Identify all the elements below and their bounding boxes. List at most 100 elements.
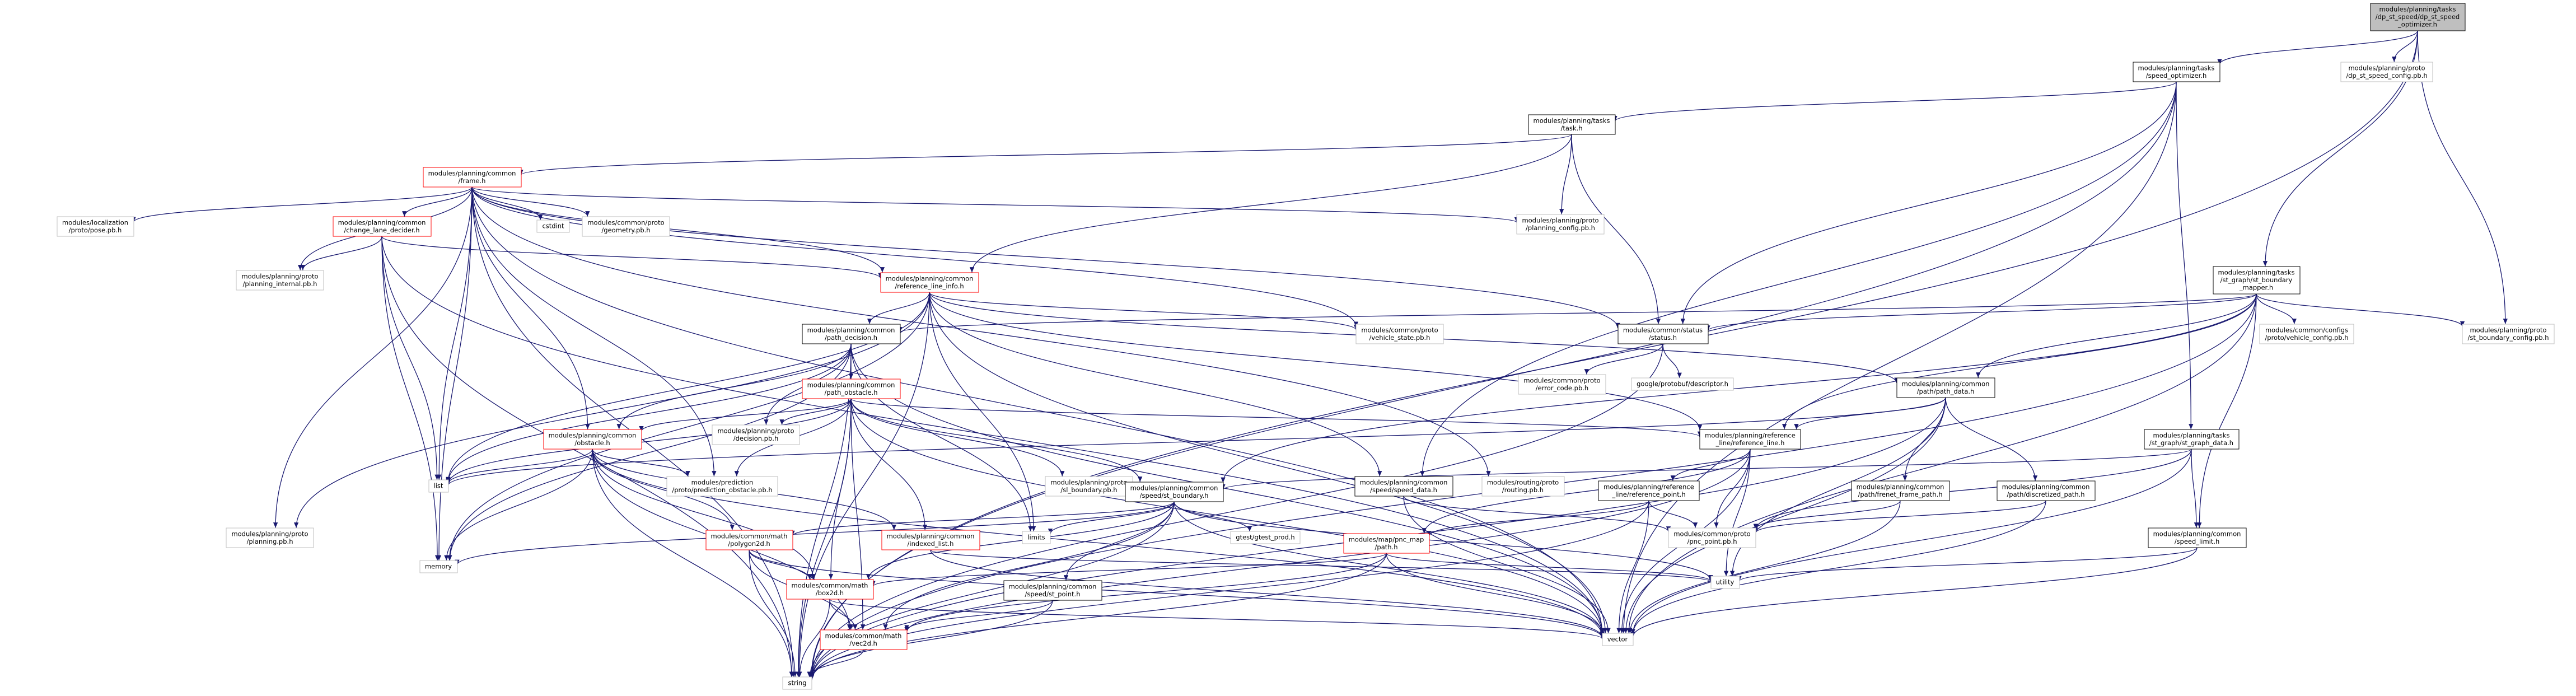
node-box[interactable] [2133, 62, 2220, 82]
node-box[interactable] [1851, 480, 1950, 501]
node-label: gtest/gtest_prod.h [1236, 534, 1294, 541]
node-box[interactable] [423, 167, 522, 188]
node-speed-optimizer[interactable]: modules/planning/tasks/speed_optimizer.h [2133, 62, 2220, 82]
node-cstdint: cstdint [536, 219, 570, 233]
edge-path-data-to-vector [1623, 397, 1946, 634]
node-box[interactable] [786, 579, 874, 600]
node-label: list [434, 482, 443, 490]
node-label: /obstacle.h [574, 439, 610, 447]
edge-path-decision-to-obstacle [616, 343, 852, 429]
node-st-graph-data[interactable]: modules/planning/tasks/st_graph/st_graph… [2144, 429, 2240, 450]
node-box[interactable] [2148, 527, 2247, 548]
edge-obstacle-to-list [446, 449, 593, 484]
edge-st-graph-data-to-speed-limit [2191, 449, 2199, 528]
node-frame[interactable]: modules/planning/common/frame.h [423, 167, 522, 188]
node-label: /speed/st_boundary.h [1140, 492, 1209, 499]
node-box[interactable] [1997, 480, 2096, 501]
node-list: list [428, 479, 449, 493]
edge-st-boundary-mapper-to-ref-line [1782, 293, 2257, 429]
node-box[interactable] [881, 530, 980, 550]
edge-ref-line-to-pnc-point [1714, 449, 1751, 528]
node-box [1516, 214, 1605, 235]
node-box[interactable] [1896, 377, 1995, 398]
edge-frame-to-list [437, 186, 473, 480]
node-label: modules/planning/proto [1050, 479, 1127, 487]
node-discretized-path[interactable]: modules/planning/common/path/discretized… [1997, 480, 2096, 501]
node-path-data[interactable]: modules/planning/common/path/path_data.h [1896, 377, 1995, 398]
node-label: /box2d.h [816, 589, 844, 597]
edge-frame-to-pose [131, 186, 473, 223]
node-dp-st-speed-config: modules/planning/proto/dp_st_speed_confi… [2340, 62, 2433, 82]
edge-st-boundary-mapper-to-status [1705, 293, 2257, 331]
node-box[interactable] [1003, 580, 1102, 601]
edge-polygon2d-to-string [749, 549, 798, 678]
node-task[interactable]: modules/planning/tasks/task.h [1528, 114, 1616, 135]
node-st-point[interactable]: modules/planning/common/speed/st_point.h [1003, 580, 1102, 601]
node-pnc-map-path[interactable]: modules/map/pnc_map/path.h [1343, 533, 1430, 554]
node-box[interactable] [2213, 266, 2301, 295]
node-polygon2d[interactable]: modules/common/math/polygon2d.h [705, 530, 793, 550]
node-label: modules/planning/common [549, 432, 637, 440]
edge-change-lane-to-memory [381, 236, 440, 561]
node-ref-line[interactable]: modules/planning/reference_line/referenc… [1699, 429, 1801, 450]
node-indexed-list[interactable]: modules/planning/common/indexed_list.h [881, 530, 980, 550]
node-label: /path.h [1375, 543, 1398, 551]
node-box[interactable] [1598, 480, 1700, 501]
node-box[interactable] [1343, 533, 1430, 554]
node-box[interactable] [1617, 324, 1709, 344]
node-speed-limit[interactable]: modules/planning/common/speed_limit.h [2148, 527, 2247, 548]
node-box[interactable] [802, 379, 901, 399]
node-box [226, 527, 314, 548]
node-label: _mapper.h [2239, 284, 2273, 292]
edge-indexed-list-to-vector [930, 549, 1605, 638]
node-st-boundary[interactable]: modules/planning/common/speed/st_boundar… [1125, 482, 1224, 502]
edge-ref-line-to-utility [1723, 449, 1751, 577]
node-box[interactable] [1528, 114, 1616, 135]
node-box[interactable] [880, 272, 979, 293]
node-box[interactable] [705, 530, 793, 550]
node-path-obstacle[interactable]: modules/planning/common/path_obstacle.h [802, 379, 901, 399]
edge-frame-to-prediction-obstacle [471, 186, 717, 477]
edge-st-boundary-to-vec2d [883, 501, 1175, 630]
node-root[interactable]: modules/planning/tasks/dp_st_speed/dp_st… [2370, 3, 2466, 31]
node-box[interactable] [2370, 3, 2466, 31]
node-speed-data[interactable]: modules/planning/common/speed/speed_data… [1354, 476, 1453, 497]
node-box[interactable] [1699, 429, 1801, 450]
node-box[interactable] [820, 629, 908, 650]
edge-path-decision-to-string [796, 343, 852, 678]
node-box [582, 216, 670, 237]
edge-pnc-map-path-to-vec2d [904, 553, 1387, 633]
node-label: /st_boundary_config.pb.h [2467, 334, 2549, 342]
node-limits: limits [1022, 531, 1051, 544]
edge-speed-optimizer-to-speed-data [1420, 81, 2177, 477]
node-ref-point[interactable]: modules/planning/reference_line/referenc… [1598, 480, 1700, 501]
node-st-boundary-mapper[interactable]: modules/planning/tasks/st_graph/st_bound… [2213, 266, 2301, 295]
node-vec2d[interactable]: modules/common/math/vec2d.h [820, 629, 908, 650]
node-box[interactable] [2144, 429, 2240, 450]
node-ref-line-info[interactable]: modules/planning/common/reference_line_i… [880, 272, 979, 293]
dependency-edges [131, 30, 2508, 680]
node-status[interactable]: modules/common/status/status.h [1617, 324, 1709, 344]
edge-frame-to-routing [471, 186, 1491, 477]
node-box[interactable] [333, 216, 432, 237]
node-obstacle[interactable]: modules/planning/common/obstacle.h [543, 429, 642, 450]
node-path-decision[interactable]: modules/planning/common/path_decision.h [802, 324, 901, 344]
node-box[interactable] [543, 429, 642, 450]
node-label: modules/planning/common [338, 219, 426, 227]
node-box[interactable] [1125, 482, 1224, 502]
node-frenet-path[interactable]: modules/planning/common/path/frenet_fram… [1851, 480, 1950, 501]
edge-frame-to-obstacle [471, 186, 590, 429]
edge-speed-optimizer-to-vector [1621, 81, 2177, 634]
edge-path-decision-to-memory [447, 343, 852, 561]
node-change-lane[interactable]: modules/planning/common/change_lane_deci… [333, 216, 432, 237]
node-label: modules/planning/proto [2348, 64, 2425, 72]
edge-path-obstacle-to-obstacle [639, 398, 852, 432]
edge-box2d-to-string [797, 599, 830, 678]
node-string: string [782, 676, 812, 690]
node-box [1518, 374, 1606, 395]
node-box[interactable] [802, 324, 901, 344]
edge-change-lane-to-planning-internal [300, 236, 382, 270]
node-box2d[interactable]: modules/common/math/box2d.h [786, 579, 874, 600]
node-box[interactable] [1354, 476, 1453, 497]
node-pnc-point: modules/common/proto/pnc_point.pb.h [1668, 527, 1756, 548]
